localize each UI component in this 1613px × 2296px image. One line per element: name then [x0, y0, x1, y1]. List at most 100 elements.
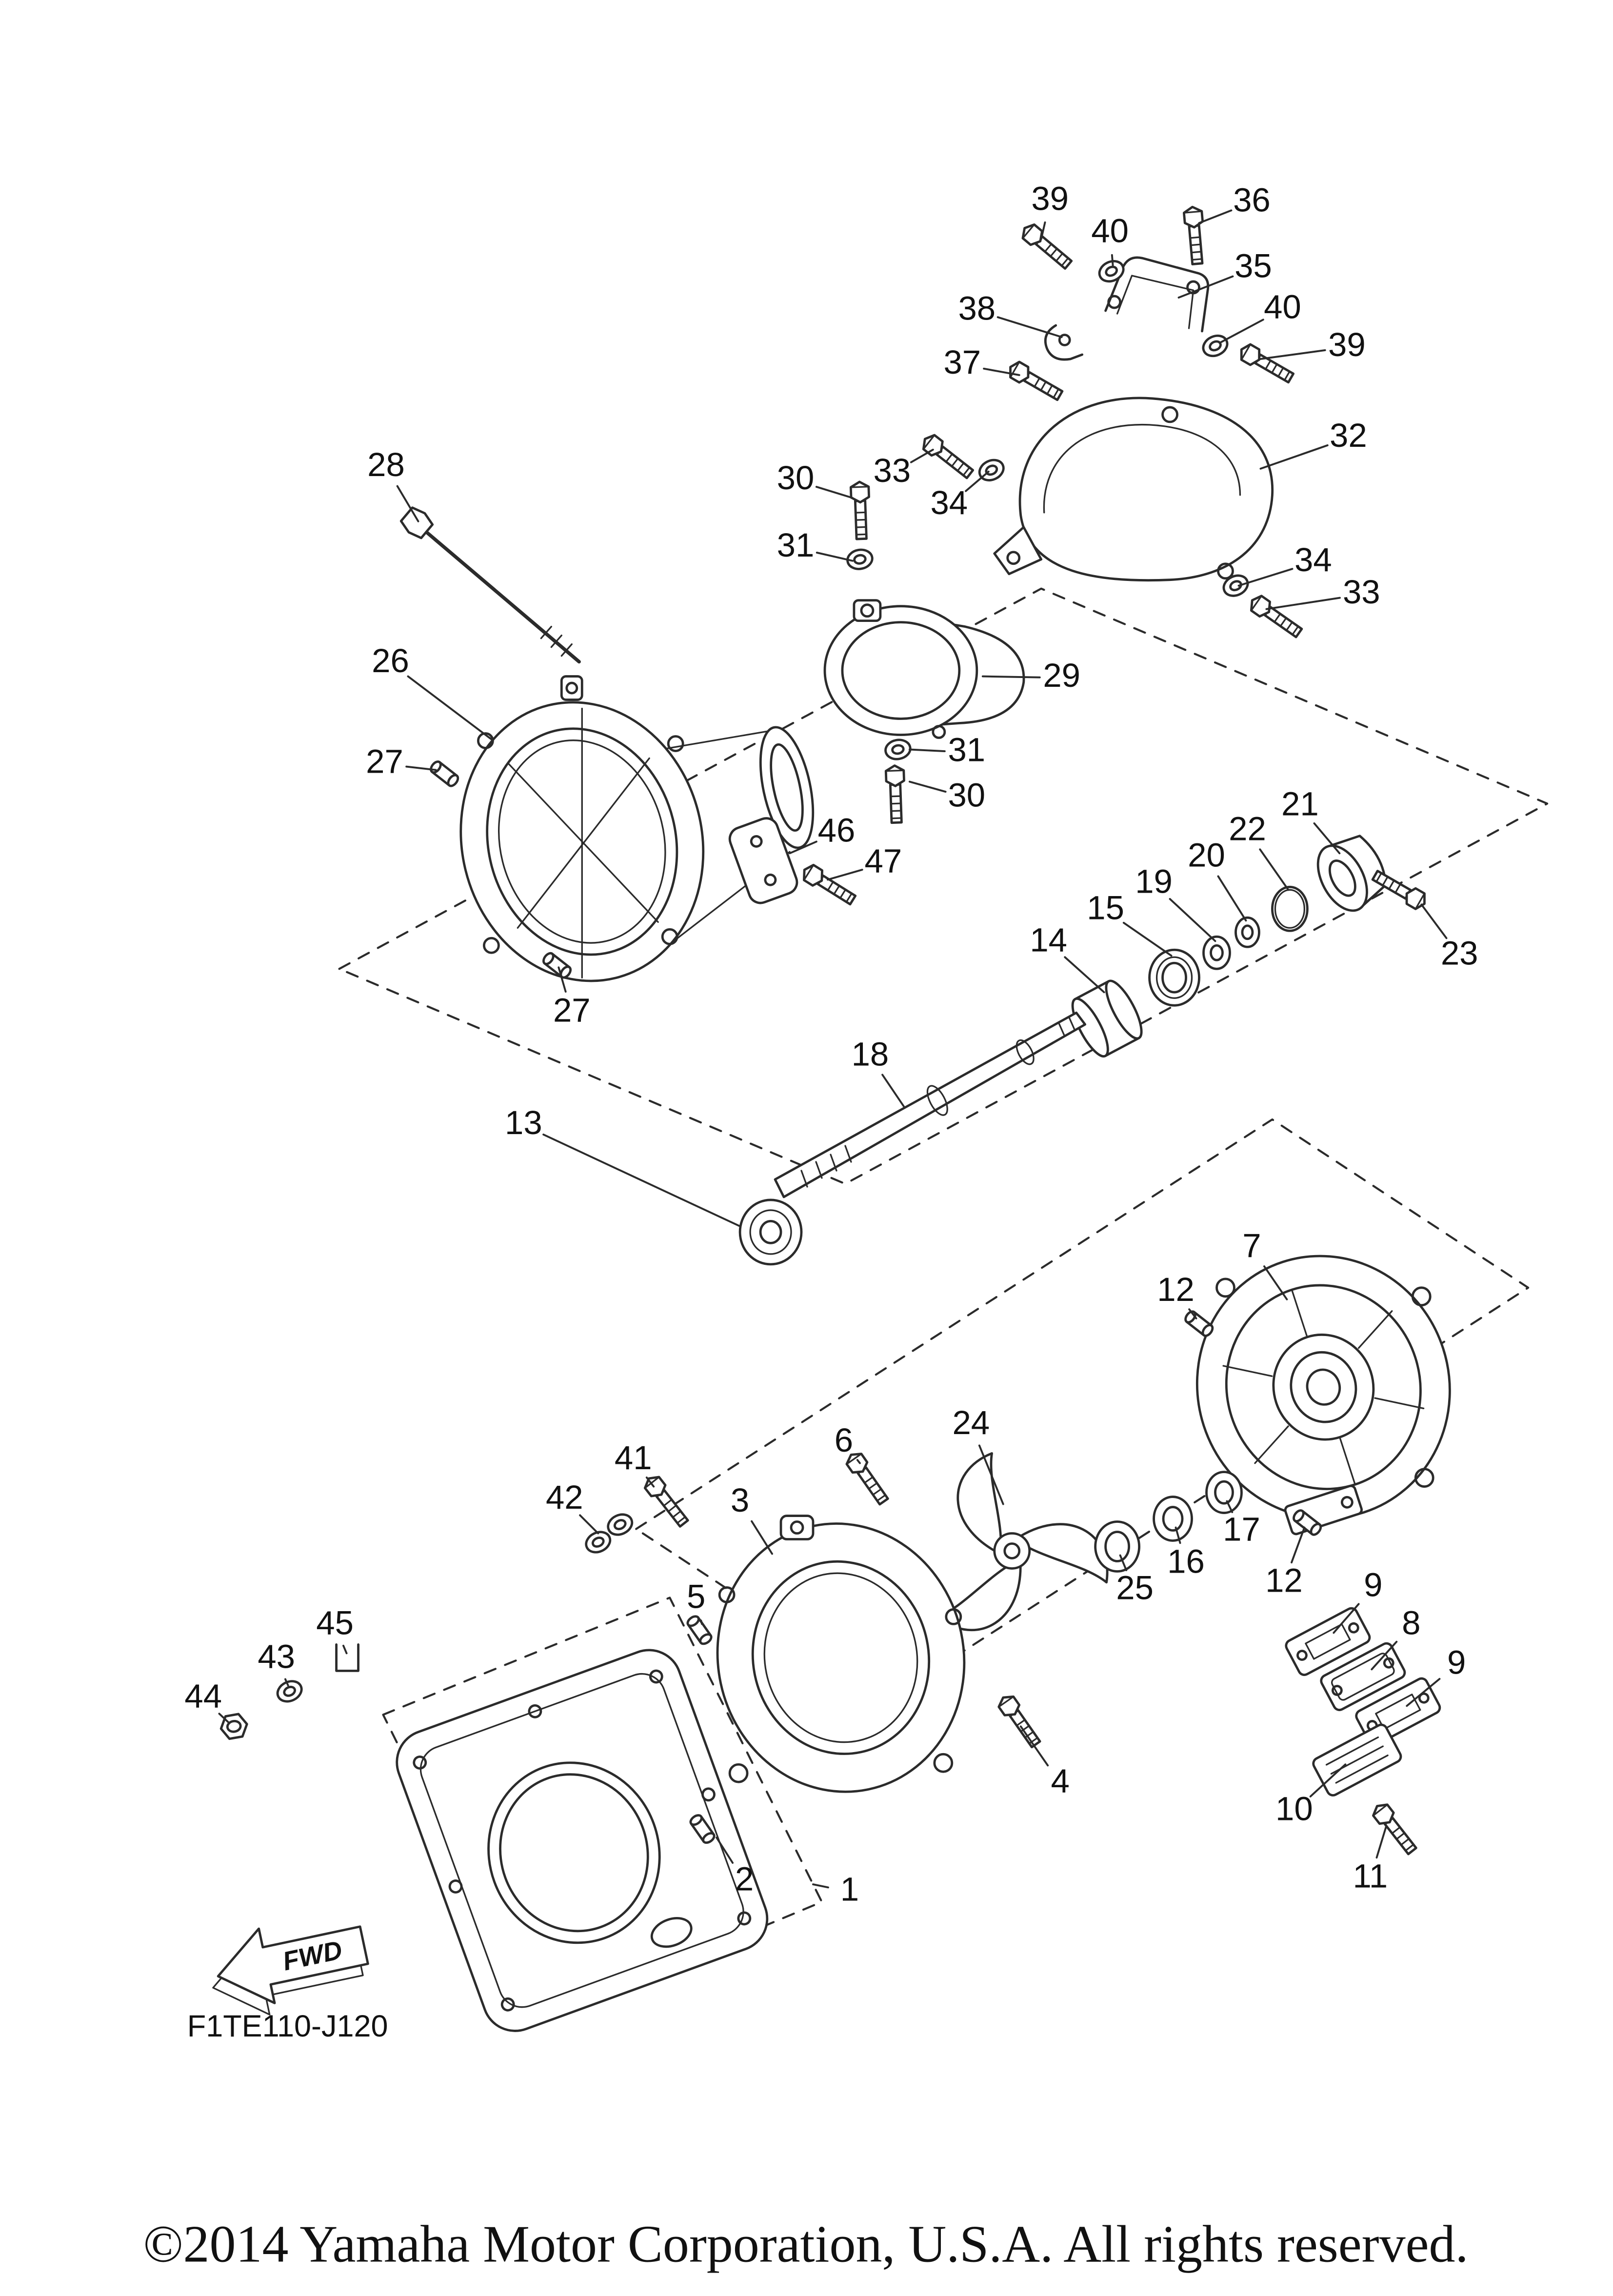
- callout-38: 38: [958, 289, 996, 327]
- callout-25: 25: [1116, 1569, 1154, 1607]
- callout-44: 44: [184, 1677, 222, 1715]
- nozzle-29: [823, 599, 1025, 739]
- bolt-4: [996, 1693, 1043, 1750]
- callout-40: 40: [1264, 288, 1301, 325]
- leader-20: [1217, 875, 1247, 922]
- leader-14: [1064, 956, 1105, 994]
- leader-8: [1371, 1640, 1398, 1671]
- callout-11: 11: [1353, 1857, 1388, 1895]
- leader-30: [908, 780, 947, 793]
- callout-14: 14: [1030, 921, 1067, 958]
- callout-31: 31: [777, 526, 815, 564]
- leader-26: [407, 675, 493, 740]
- leader-36: [1198, 209, 1233, 224]
- washer-20: [1235, 916, 1260, 948]
- callout-39: 39: [1031, 180, 1069, 217]
- callout-36: 36: [1233, 181, 1271, 219]
- callout-34: 34: [930, 484, 968, 521]
- callout-39: 39: [1328, 326, 1366, 363]
- bracket-35: [1104, 256, 1210, 333]
- washer-34-upper: [976, 456, 1007, 484]
- washer-42-a: [605, 1511, 636, 1538]
- leader-2: [716, 1837, 734, 1864]
- bearing-15: [1148, 948, 1200, 1007]
- pump-bracket-26: [459, 675, 815, 982]
- callout-31: 31: [948, 731, 985, 769]
- callout-12: 12: [1157, 1271, 1195, 1308]
- washer-40-top-left: [1096, 258, 1127, 285]
- pump-housing-7: [1195, 1255, 1451, 1536]
- bolt-37: [1006, 359, 1064, 403]
- bolt-33-right: [1247, 593, 1304, 640]
- callout-30: 30: [948, 777, 985, 814]
- leader-3: [751, 1520, 773, 1555]
- copyright-line: ©2014 Yamaha Motor Corporation, U.S.A. A…: [143, 2216, 1469, 2274]
- leader-46: [789, 840, 817, 855]
- callout-46: 46: [818, 812, 856, 849]
- callout-27: 27: [553, 991, 591, 1029]
- callout-28: 28: [367, 446, 405, 483]
- bolt-30-lower: [886, 765, 906, 823]
- leader-42: [579, 1514, 599, 1535]
- spacer-14: [1071, 979, 1143, 1058]
- dashed-box-upper: [338, 587, 1549, 1185]
- leader-9: [1333, 1603, 1360, 1634]
- leader-23: [1420, 903, 1448, 939]
- bolt-11: [1370, 1800, 1419, 1857]
- callout-6: 6: [835, 1421, 853, 1459]
- drive-shaft-18: [774, 1011, 1087, 1198]
- leader-37: [983, 367, 1020, 376]
- intake-plate-1: [396, 1649, 769, 2032]
- callout-15: 15: [1087, 889, 1124, 927]
- callout-47: 47: [865, 842, 902, 880]
- leader-30: [815, 486, 854, 499]
- leader-28: [396, 485, 419, 522]
- leader-45: [342, 1644, 348, 1655]
- leader-24: [978, 1444, 1004, 1505]
- leader-5: [700, 1619, 703, 1625]
- washer-19: [1202, 935, 1231, 970]
- callout-12: 12: [1265, 1562, 1303, 1599]
- leader-40: [1218, 319, 1264, 344]
- washer-43: [274, 1677, 305, 1705]
- bolt-39-top-left: [1019, 221, 1074, 272]
- callout-4: 4: [1051, 1762, 1070, 1799]
- callout-42: 42: [546, 1478, 583, 1516]
- callout-1: 1: [840, 1870, 859, 1908]
- callout-18: 18: [852, 1035, 889, 1073]
- leader-12: [1188, 1308, 1197, 1319]
- callout-32: 32: [1330, 417, 1367, 454]
- leader-16: [1175, 1526, 1181, 1544]
- callout-43: 43: [258, 1638, 295, 1676]
- leader-31: [908, 748, 946, 753]
- leader-7: [1263, 1265, 1288, 1300]
- bolt-33-upper: [919, 432, 976, 481]
- bolt-30-upper: [851, 481, 871, 539]
- washer-34-right: [1220, 572, 1251, 599]
- callout-33: 33: [874, 452, 911, 489]
- leader-9: [1406, 1677, 1441, 1707]
- callout-40: 40: [1091, 212, 1129, 249]
- leader-31: [816, 551, 854, 562]
- bolt-36: [1183, 206, 1206, 265]
- cover-10: [1312, 1723, 1402, 1797]
- gasket-9-upper: [1285, 1607, 1371, 1676]
- leader-38: [996, 316, 1063, 338]
- leader-39: [1040, 221, 1046, 240]
- callout-17: 17: [1223, 1511, 1260, 1548]
- spacer-25: [1094, 1520, 1140, 1573]
- callout-13: 13: [505, 1104, 542, 1141]
- callout-41: 41: [615, 1439, 652, 1477]
- callout-21: 21: [1281, 785, 1319, 823]
- callout-24: 24: [952, 1404, 990, 1441]
- callout-30: 30: [777, 459, 815, 497]
- callout-23: 23: [1441, 934, 1478, 972]
- leader-35: [1177, 275, 1234, 299]
- callout-9: 9: [1364, 1566, 1382, 1604]
- plate-46: [728, 817, 798, 904]
- leader-29: [981, 675, 1041, 679]
- callout-3: 3: [731, 1481, 749, 1519]
- bolt-47: [800, 862, 858, 908]
- clamp-38: [1044, 324, 1084, 361]
